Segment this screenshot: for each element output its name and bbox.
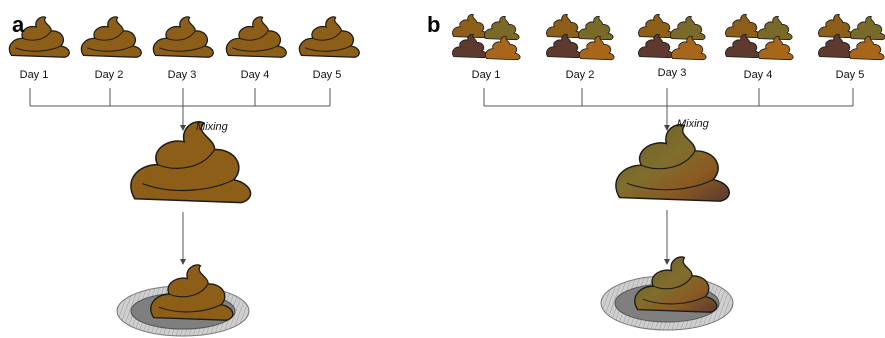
stool-icon [298, 16, 360, 58]
stool-icon [225, 16, 287, 58]
day-label: Day 1 [19, 69, 49, 81]
panel-label-b: b [427, 12, 441, 37]
panel-a-daily-samples [8, 16, 360, 58]
panel-a [8, 16, 360, 337]
day-label: Day 3 [167, 69, 197, 81]
day-label: Day 3 [657, 67, 687, 79]
stool-icon [80, 16, 142, 58]
stool-icon [8, 16, 70, 58]
dish-icon [600, 256, 734, 331]
day-label: Day 1 [471, 69, 501, 81]
day-label: Day 4 [240, 69, 270, 81]
panel-b-connector [483, 88, 854, 265]
mixed-stool-icon [615, 124, 730, 202]
day-label: Day 5 [835, 69, 865, 81]
panel-b [452, 13, 885, 331]
mixing-label: Mixing [677, 118, 709, 130]
panel-label-a: a [12, 12, 25, 37]
panel-b-daily-samples [452, 13, 885, 61]
mixed-stool-icon [130, 121, 252, 204]
dish-icon [116, 264, 250, 337]
day-label: Day 2 [94, 69, 124, 81]
day-label: Day 5 [312, 69, 342, 81]
stool-icon [152, 16, 214, 58]
day-label: Day 4 [743, 69, 773, 81]
panel-a-connector [29, 88, 331, 265]
day-label: Day 2 [565, 69, 595, 81]
mixing-label: Mixing [196, 121, 228, 133]
